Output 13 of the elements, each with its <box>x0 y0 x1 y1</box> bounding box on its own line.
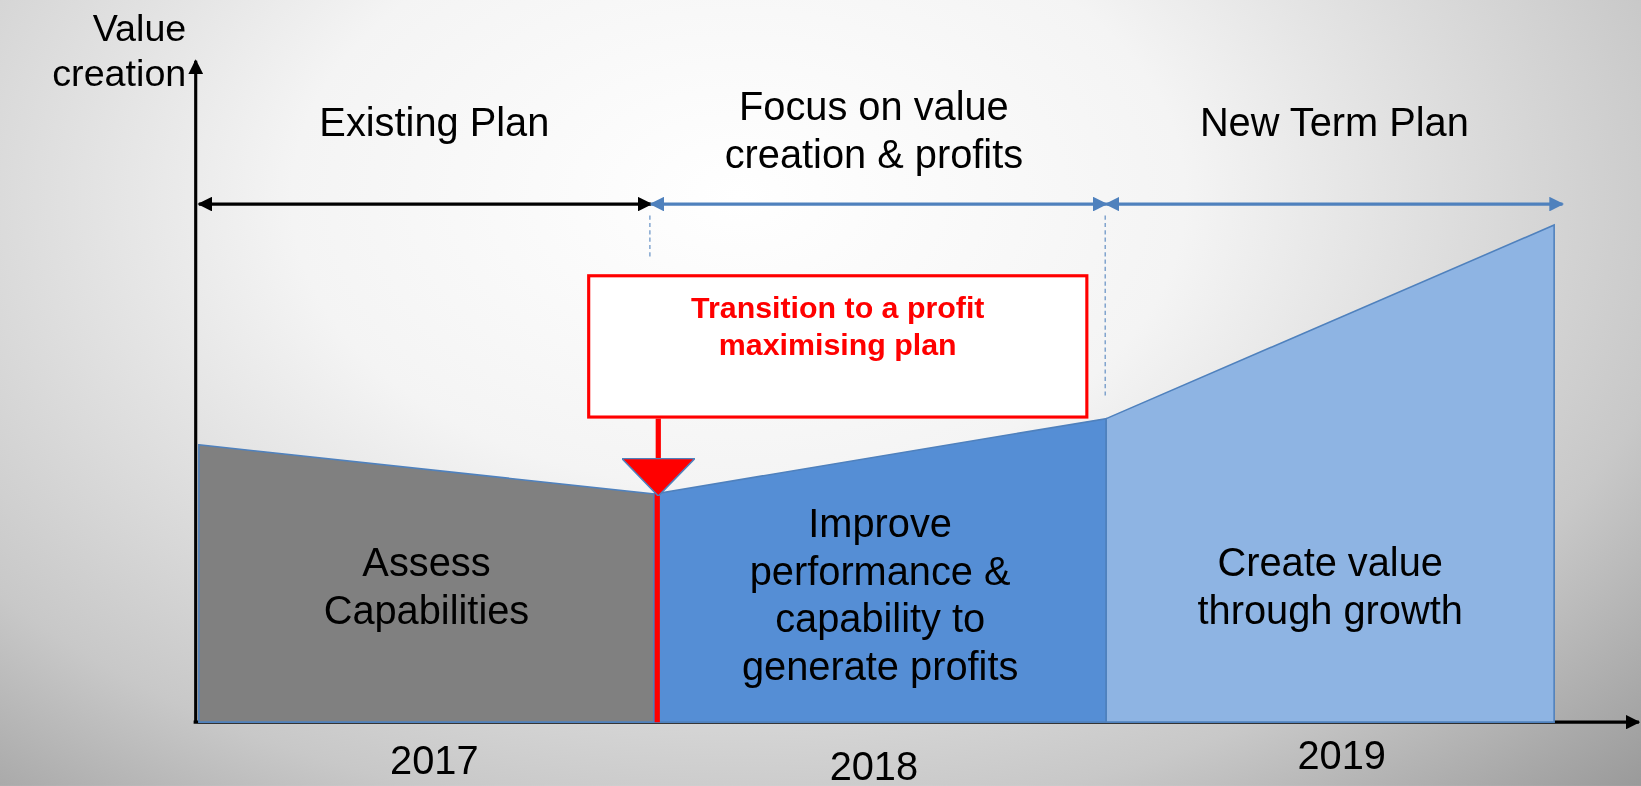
phase-label: Create value through growth <box>1196 539 1464 634</box>
pointer-arrow <box>620 418 696 497</box>
year-label: 2017 <box>389 737 480 785</box>
year-label: 2018 <box>828 743 920 786</box>
year-label: 2019 <box>1296 732 1387 780</box>
period-label: Existing Plan <box>318 99 551 147</box>
callout-box <box>587 274 1089 419</box>
period-label: New Term Plan <box>1198 99 1470 147</box>
phase-label: Assess Capabilities <box>322 539 531 634</box>
axis-label: Value creation <box>51 5 187 96</box>
callout-text: Transition to a profit maximising plan <box>690 289 986 363</box>
phase-label: Improve performance & capability to generate profits <box>741 500 1020 691</box>
period-label: Focus on value creation & profits <box>723 83 1025 179</box>
